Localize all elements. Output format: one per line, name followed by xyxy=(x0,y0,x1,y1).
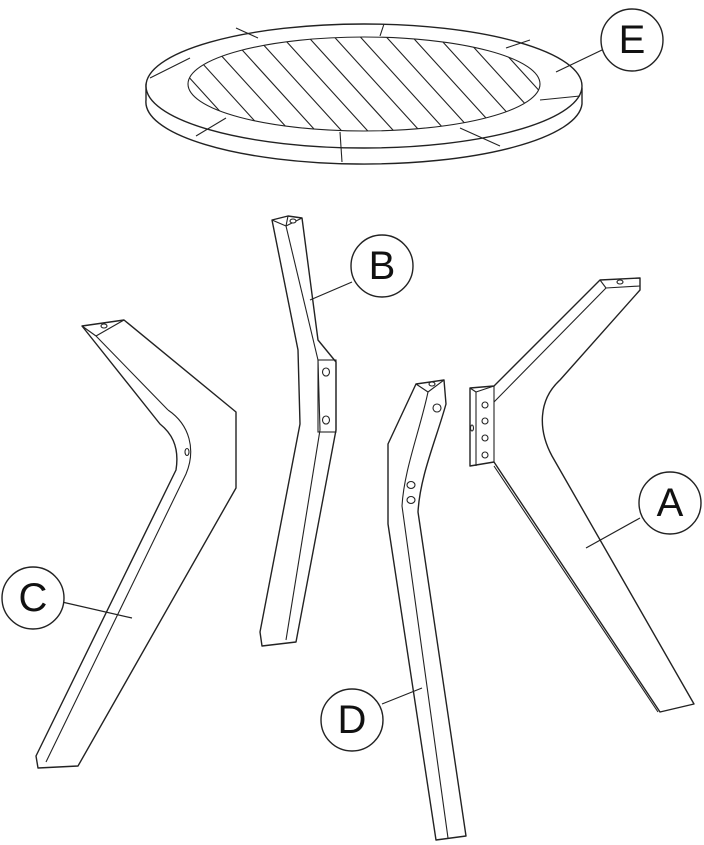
callout-d: D xyxy=(320,688,384,752)
table-top-slat xyxy=(457,37,540,131)
leader-line-d xyxy=(381,687,423,705)
callout-b: B xyxy=(350,234,414,298)
leg-part-d xyxy=(387,379,467,841)
table-top-slat xyxy=(327,37,429,131)
callout-d-label: D xyxy=(338,698,367,742)
leg-part-c xyxy=(35,319,237,769)
callout-b-label: B xyxy=(369,244,396,288)
callout-a-label: A xyxy=(657,481,684,525)
table-top-slat xyxy=(353,37,455,131)
callout-c-label: C xyxy=(19,576,48,620)
leg-part-a xyxy=(469,277,695,713)
leader-line-c xyxy=(61,601,133,619)
table-top-slat xyxy=(301,37,403,131)
table-top-slat xyxy=(379,37,481,131)
callout-e-label: E xyxy=(619,18,646,62)
leader-line-b xyxy=(309,281,353,301)
leg-part-b xyxy=(259,215,337,647)
table-top-part-e xyxy=(145,23,583,165)
callout-a: A xyxy=(638,471,702,535)
callout-e: E xyxy=(600,8,664,72)
table-top-slat xyxy=(249,37,351,131)
leader-line-a xyxy=(585,517,641,549)
callout-c: C xyxy=(1,566,65,630)
leader-line-e xyxy=(555,49,603,73)
table-top-slat xyxy=(275,37,377,131)
